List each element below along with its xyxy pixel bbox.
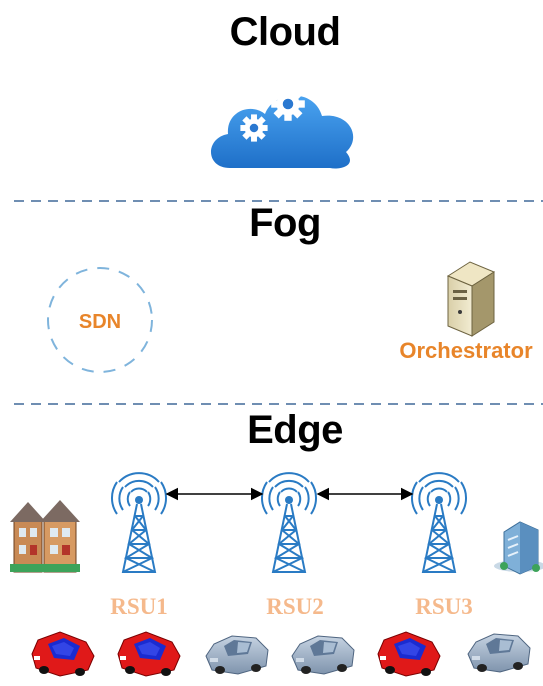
office-building-icon (494, 521, 543, 575)
sdn-circle (47, 267, 153, 373)
red-car-icon (31, 631, 95, 677)
server-icon (446, 261, 496, 337)
rsu-label: RSU2 (266, 594, 324, 619)
fog-layer-title: Fog (249, 201, 321, 245)
edge-layer-title: Edge (247, 408, 343, 452)
cloud-gears-icon (210, 87, 354, 169)
radio-tower-icon (110, 472, 168, 573)
radio-tower-icon (260, 472, 318, 573)
sdn-label: SDN (79, 311, 121, 333)
gray-car-icon (205, 635, 269, 675)
rsu-label: RSU1 (110, 594, 168, 619)
gray-car-icon (291, 635, 355, 675)
cloud-layer-title: Cloud (230, 10, 341, 54)
red-car-icon (117, 631, 181, 677)
gray-car-icon (467, 633, 531, 673)
orchestrator-label: Orchestrator (399, 338, 533, 363)
houses-icon (10, 500, 80, 573)
red-car-icon (377, 631, 441, 677)
radio-tower-icon (410, 472, 468, 573)
rsu-label: RSU3 (415, 594, 473, 619)
